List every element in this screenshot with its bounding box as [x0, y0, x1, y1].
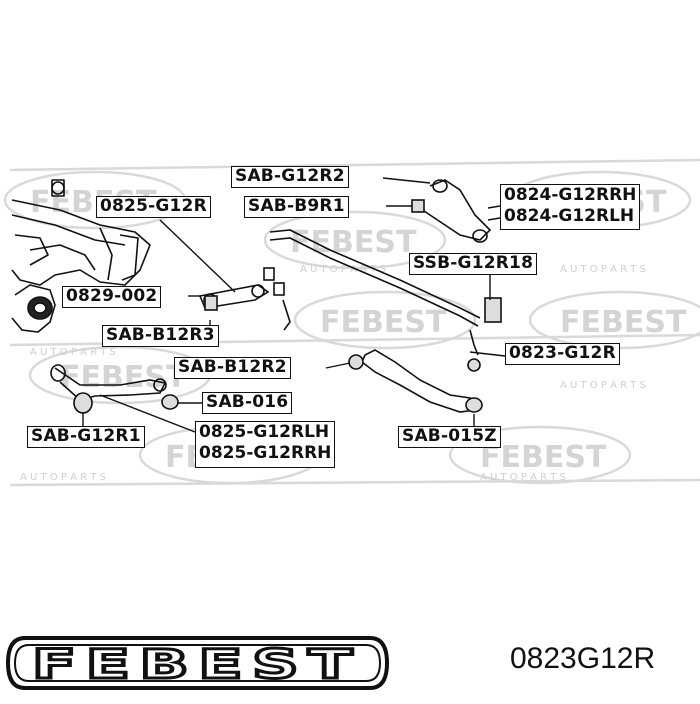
watermark-tagline: A U T O P A R T S — [560, 380, 646, 391]
watermark-brand: FEBEST — [60, 360, 187, 395]
watermark-tagline: A U T O P A R T S — [560, 264, 646, 275]
bushing-sab-016 — [161, 394, 179, 410]
label-sab-g12r2: SAB-G12R2 — [231, 166, 349, 188]
left-knuckle — [11, 284, 56, 333]
stabilizer-bar — [263, 229, 502, 356]
label-0824-g12rrh: 0824-G12RRH — [504, 185, 637, 205]
toe-link — [198, 284, 270, 311]
watermark-tagline: A U T O P A R T S — [30, 347, 116, 358]
febest-logo: FEBEST — [5, 636, 390, 690]
label-0823-g12r: 0823-G12R — [505, 343, 620, 365]
bushing-sab-b9r1 — [411, 199, 425, 213]
watermark-texts: FEBEST FEBEST FEBEST FEBEST FEBEST FEBES… — [30, 185, 687, 475]
label-0825-g12rlh-rrh: 0825-G12RLH 0825-G12RRH — [195, 421, 336, 468]
lower-arm-right — [348, 349, 483, 413]
label-0825-g12rlh: 0825-G12RLH — [199, 422, 330, 442]
link-0823-g12r — [467, 358, 481, 372]
label-sab-015z: SAB-015Z — [398, 426, 501, 448]
watermark-tagline: A U T O P A R T S — [480, 472, 566, 483]
watermark-taglines: A U T O P A R T S A U T O P A R T S A U … — [20, 264, 646, 483]
watermark-tagline: A U T O P A R T S — [20, 472, 106, 483]
label-sab-g12r1: SAB-G12R1 — [27, 426, 145, 448]
ball-joint-sab-015z — [465, 397, 483, 413]
watermark-brand: FEBEST — [290, 225, 417, 260]
watermark-brand: FEBEST — [560, 305, 687, 340]
bushing-sab-b12r3 — [204, 295, 218, 311]
label-sab-b9r1: SAB-B9R1 — [244, 196, 349, 218]
label-0824-g12rlh: 0824-G12RLH — [504, 206, 635, 226]
watermark-tagline: A U T O P A R T S — [300, 264, 386, 275]
label-ssb-g12r18: SSB-G12R18 — [409, 253, 538, 275]
bushing-sab-g12r1 — [73, 392, 93, 414]
label-sab-b12r2: SAB-B12R2 — [174, 357, 291, 379]
label-sab-b12r3: SAB-B12R3 — [102, 325, 219, 347]
lower-arm-left — [50, 364, 179, 414]
stabilizer-bushing-ssb-g12r18 — [484, 297, 502, 323]
upper-arm-right — [411, 179, 492, 243]
watermark-brand: FEBEST — [480, 440, 607, 475]
label-0825-g12rrh: 0825-G12RRH — [199, 443, 332, 463]
rear-subframe — [11, 179, 151, 286]
label-0825-g12r: 0825-G12R — [96, 196, 211, 218]
watermark-brand: FEBEST — [320, 305, 447, 340]
label-sab-016: SAB-016 — [202, 392, 293, 414]
bushing-sab-b12r2 — [348, 354, 364, 370]
label-0829-002: 0829-002 — [62, 286, 162, 308]
febest-logo-text: FEBEST — [32, 642, 362, 688]
part-number: 0823G12R — [510, 642, 656, 675]
label-0824-g12rrh-rlh: 0824-G12RRH 0824-G12RLH — [500, 184, 641, 230]
